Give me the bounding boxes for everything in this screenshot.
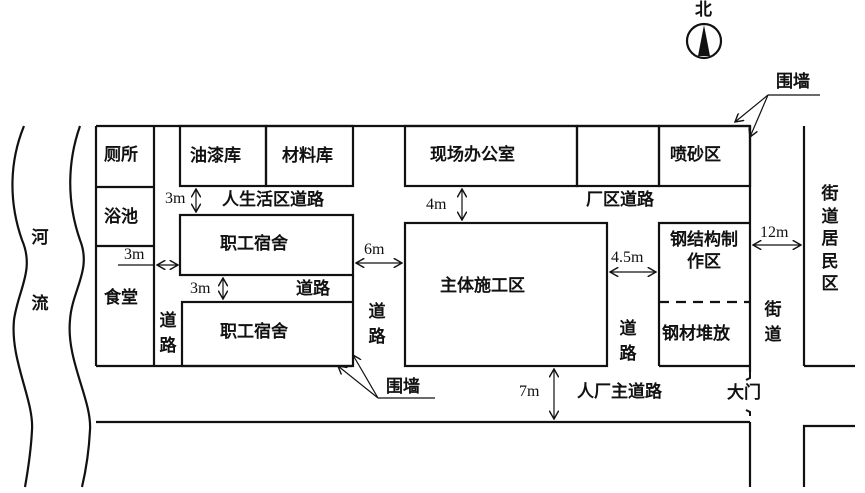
dim-left-road: 3m — [124, 246, 145, 263]
label-living-road: 人生活区道路 — [222, 190, 324, 210]
dim-center-road: 6m — [364, 241, 385, 258]
dim-street: 12m — [760, 224, 789, 241]
label-main-construction: 主体施工区 — [440, 276, 525, 296]
compass-label: 北 — [695, 0, 712, 20]
label-main-entry-road: 人厂主道路 — [577, 382, 662, 402]
label-toilet: 厕所 — [104, 145, 138, 165]
room-dorm-1 — [178, 213, 355, 277]
room-main-construction — [403, 221, 609, 368]
label-dorm-2: 职工宿舍 — [220, 322, 288, 342]
label-road-center: 道路 — [368, 302, 386, 347]
dim-mid-road: 3m — [190, 280, 211, 297]
label-paint-store: 油漆库 — [190, 146, 241, 166]
dim-living-road: 3m — [165, 190, 186, 207]
label-road-right: 道路 — [619, 319, 637, 364]
label-material-store: 材料库 — [282, 146, 333, 166]
dim-right-road: 4.5m — [611, 249, 644, 266]
north-arrow-icon — [685, 22, 723, 60]
label-site-office: 现场办公室 — [430, 145, 515, 165]
label-gate: 大门 — [727, 383, 761, 403]
label-wall-top: 围墙 — [776, 72, 810, 92]
label-street-residential: 街道居民区 — [821, 184, 839, 295]
label-wall-bottom: 围墙 — [386, 377, 420, 397]
room-sandblast — [657, 124, 752, 188]
label-dorm-1: 职工宿舍 — [220, 234, 288, 254]
label-factory-road: 厂区道路 — [586, 190, 654, 210]
label-road-mid: 道路 — [296, 279, 330, 299]
dim-factory-road: 4m — [426, 196, 447, 213]
room-dorm-2 — [180, 300, 355, 368]
label-canteen: 食堂 — [104, 288, 138, 308]
room-material-store — [264, 124, 355, 188]
river-label: 河流 — [31, 228, 49, 315]
river-bank-left — [11, 125, 34, 488]
label-sandblast: 喷砂区 — [670, 145, 721, 165]
label-street: 街道 — [764, 300, 782, 345]
dim-main-road: 7m — [519, 383, 540, 400]
label-bath: 浴池 — [104, 207, 138, 227]
label-road-left: 道路 — [159, 311, 177, 356]
river-bank-right — [68, 125, 92, 488]
label-steel-storage: 钢材堆放 — [662, 324, 730, 344]
label-steel-fabrication: 钢结构制作区 — [670, 230, 738, 273]
